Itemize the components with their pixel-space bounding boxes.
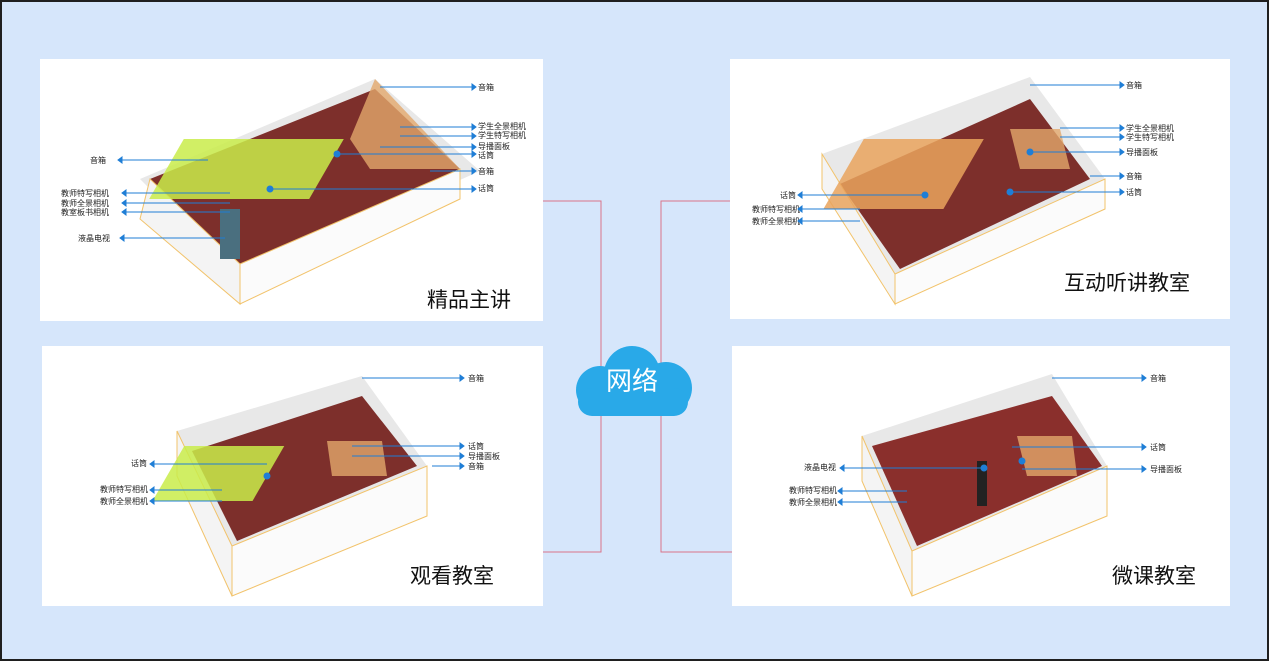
callout-arrows xyxy=(149,374,465,505)
classroom-illustration xyxy=(152,376,428,597)
label-student-wide-camera: 学生全景相机 xyxy=(1126,124,1174,133)
label-director-panel: 导播面板 xyxy=(468,452,500,461)
label-speaker: 音箱 xyxy=(1126,81,1142,90)
label-speaker: 音箱 xyxy=(478,83,494,92)
label-microphone: 话筒 xyxy=(1126,188,1142,197)
label-speaker: 音箱 xyxy=(478,167,494,176)
label-speaker-left: 音箱 xyxy=(90,156,106,165)
label-lcd-tv: 液晶电视 xyxy=(78,234,110,243)
label-microphone: 话筒 xyxy=(478,184,494,193)
panel-caption: 观看教室 xyxy=(410,564,494,588)
network-cloud: 网络 xyxy=(562,342,702,422)
label-microphone-left: 话筒 xyxy=(131,459,147,468)
label-teacher-close-camera: 教师特写相机 xyxy=(100,485,148,494)
label-lcd-tv: 液晶电视 xyxy=(804,463,836,472)
cloud-icon xyxy=(576,346,692,416)
label-speaker: 音箱 xyxy=(468,374,484,383)
panel-caption: 微课教室 xyxy=(1112,564,1196,588)
network-label: 网络 xyxy=(605,367,658,397)
label-teacher-close-camera: 教师特写相机 xyxy=(789,486,837,495)
classroom-illustration xyxy=(821,77,1106,306)
classroom-illustration xyxy=(861,374,1108,597)
label-microphone-left: 话筒 xyxy=(780,191,796,200)
label-teacher-close-camera: 教师特写相机 xyxy=(61,189,109,198)
label-director-panel: 导播面板 xyxy=(1126,148,1158,157)
callout-arrows xyxy=(117,83,477,242)
label-student-wide-camera: 学生全景相机 xyxy=(478,122,526,131)
panel-interactive-classroom: 音箱 学生全景相机 学生特写相机 导播面板 音箱 话筒 话筒 教师特写相机 教师… xyxy=(730,59,1230,319)
label-teacher-wide-camera: 教师全景相机 xyxy=(61,199,109,208)
label-director-panel: 导播面板 xyxy=(1150,465,1182,474)
label-director-panel: 导播面板 xyxy=(478,142,510,151)
panel-micro-course-classroom: 音箱 话筒 导播面板 液晶电视 教师特写相机 教师全景相机 微课教室 xyxy=(732,346,1230,606)
label-student-close-camera: 学生特写相机 xyxy=(478,131,526,140)
label-speaker: 音箱 xyxy=(1126,172,1142,181)
label-student-close-camera: 学生特写相机 xyxy=(1126,133,1174,142)
label-teacher-wide-camera: 教师全景相机 xyxy=(789,498,837,507)
label-teacher-wide-camera: 教师全景相机 xyxy=(752,217,800,226)
label-teacher-wide-camera: 教师全景相机 xyxy=(100,497,148,506)
callout-arrows xyxy=(797,81,1125,225)
label-teacher-close-camera: 教师特写相机 xyxy=(752,205,800,214)
label-speaker: 音箱 xyxy=(468,462,484,471)
label-microphone: 话筒 xyxy=(478,151,494,160)
panel-caption: 精品主讲 xyxy=(427,288,511,312)
label-microphone: 话筒 xyxy=(468,442,484,451)
classroom-illustration xyxy=(139,79,480,306)
panel-caption: 互动听讲教室 xyxy=(1064,271,1190,295)
label-microphone: 话筒 xyxy=(1150,443,1166,452)
label-speaker: 音箱 xyxy=(1150,374,1166,383)
panel-viewing-classroom: 音箱 话筒 导播面板 音箱 话筒 教师特写相机 教师全景相机 观看教室 xyxy=(42,346,543,606)
callout-arrows xyxy=(837,374,1147,506)
label-board-camera: 教室板书相机 xyxy=(61,208,109,217)
panel-main-lecture: 音箱 学生全景相机 学生特写相机 导播面板 话筒 音箱 话筒 音箱 教师特写相机… xyxy=(40,59,543,321)
